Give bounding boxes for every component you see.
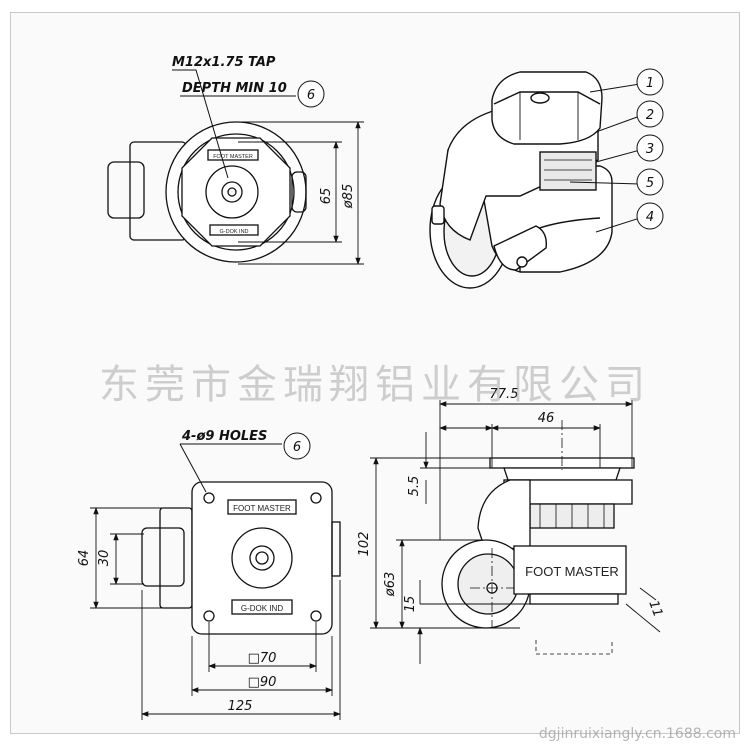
top-view [107, 121, 307, 263]
dim-30: 30 [97, 550, 112, 567]
dim-77-5: 77.5 [490, 387, 519, 402]
iso-view [429, 71, 613, 289]
source-watermark: dgjinruixiangly.cn.1688.com [538, 726, 736, 742]
dim-11: 11 [645, 598, 665, 619]
dim-125: 125 [228, 699, 253, 714]
base-view [141, 481, 341, 635]
dim-85: ø85 [341, 184, 356, 210]
dim-15: 15 [403, 596, 418, 613]
svg-text:6: 6 [293, 440, 301, 455]
dim-46: 46 [538, 411, 555, 426]
svg-text:5: 5 [646, 176, 654, 191]
svg-text:2: 2 [646, 108, 654, 123]
dim-90: □90 [248, 675, 277, 690]
iso-callout-3: 3 [636, 134, 664, 162]
depth-note: DEPTH MIN 10 [182, 81, 287, 96]
base-top-plate-label: FOOT MASTER [233, 504, 291, 513]
dim-5-5: 5.5 [407, 476, 422, 497]
dim-102: 102 [357, 532, 372, 557]
dim-65: 65 [319, 188, 334, 205]
company-watermark: 东莞市金瑞翔铝业有限公司 [99, 362, 651, 408]
dim-64: 64 [77, 550, 92, 567]
side-view [441, 457, 635, 629]
iso-callout-5: 5 [636, 168, 664, 196]
iso-callout-1: 1 [636, 68, 664, 96]
iso-callout-2: 2 [636, 100, 664, 128]
holes-note: 4-ø9 HOLES [181, 429, 267, 444]
iso-callout-4: 4 [636, 202, 664, 230]
svg-text:1: 1 [646, 76, 654, 91]
base-bottom-plate-label: G-DOK IND [241, 604, 283, 613]
svg-text:4: 4 [646, 210, 654, 225]
bottom-plate-label: G-DOK IND [219, 229, 248, 235]
svg-text:6: 6 [307, 88, 315, 103]
brand-label: FOOT MASTER [525, 564, 619, 579]
tap-note: M12x1.75 TAP [172, 55, 276, 70]
callout-6-base: 6 [283, 432, 311, 460]
svg-text:3: 3 [646, 142, 654, 157]
dim-63: ø63 [383, 572, 398, 598]
dim-70: □70 [248, 651, 277, 666]
top-plate-label: FOOT MASTER [213, 154, 253, 160]
callout-6-top: 6 [297, 80, 325, 108]
